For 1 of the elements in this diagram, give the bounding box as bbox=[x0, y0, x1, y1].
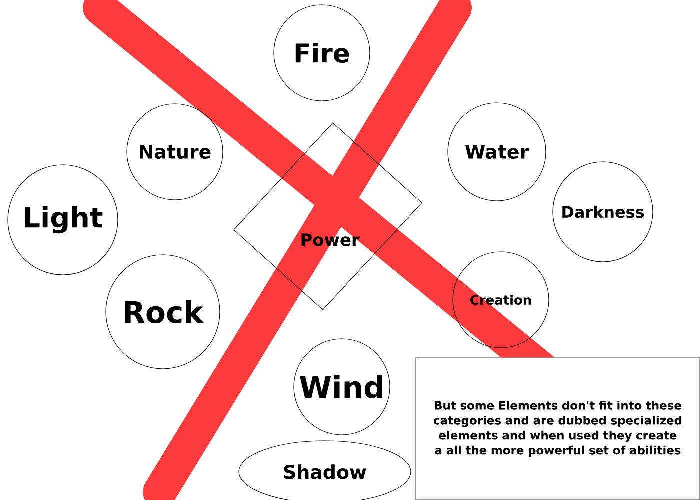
note-box: But some Elements don't fit into these categories and are dubbed specialized elements and when used they create a all the more powerful set of abilities bbox=[416, 358, 700, 500]
